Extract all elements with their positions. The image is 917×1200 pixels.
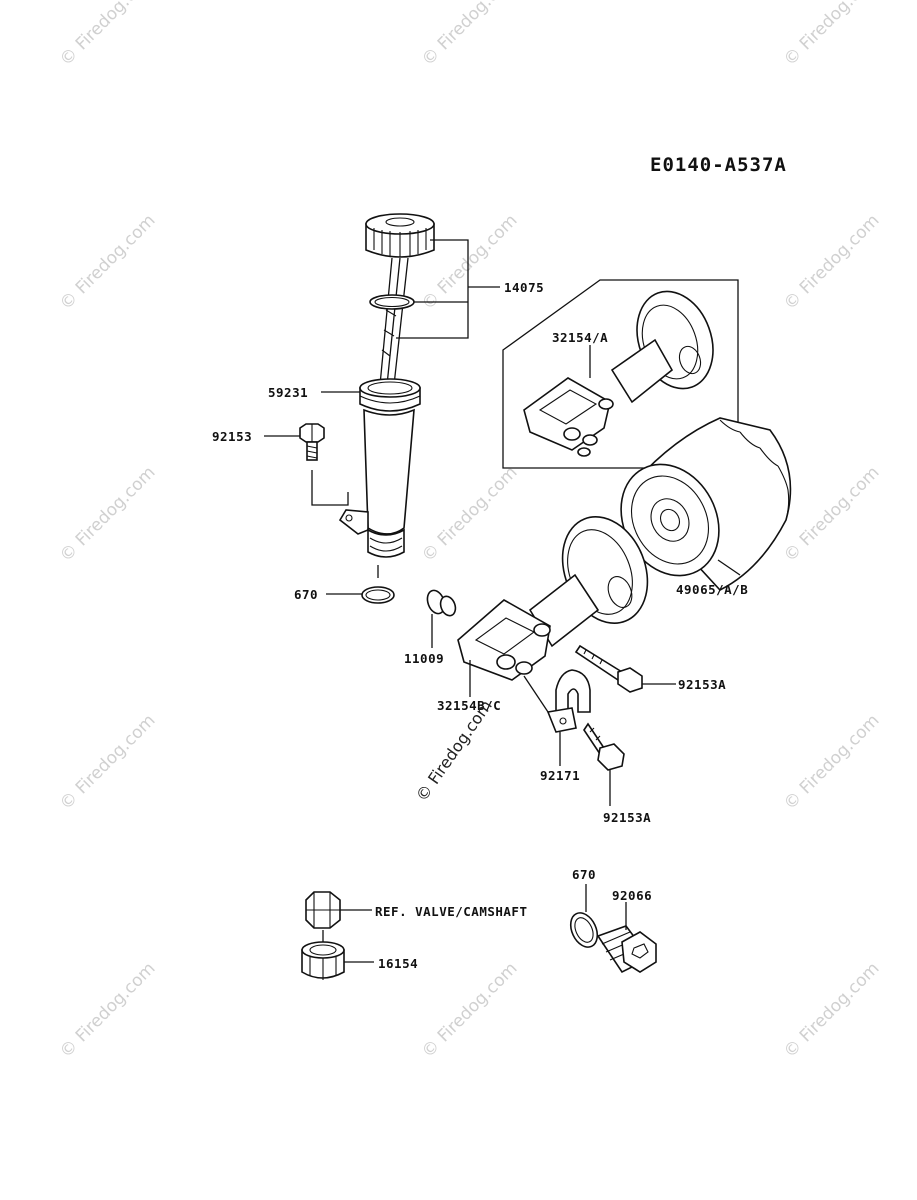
- bolt-92153a-upper: [574, 644, 676, 693]
- label-92153a-upper: 92153A: [678, 677, 727, 692]
- bolt-92153a-lower: [583, 722, 625, 806]
- o-ring-670-top: [361, 586, 395, 604]
- label-92066: 92066: [612, 888, 653, 903]
- bolt-92153: [299, 423, 325, 461]
- oil-filler-tube: [338, 378, 421, 558]
- label-92153: 92153: [212, 429, 253, 444]
- oil-filter-49065: [620, 417, 792, 591]
- label-92153a-lower: 92153A: [603, 810, 652, 825]
- oil-filter-adapter-32154bc: [457, 516, 649, 697]
- label-92171: 92171: [540, 768, 581, 783]
- o-ring-11009-b: [439, 595, 457, 617]
- leader-14075: [396, 239, 469, 339]
- label-32154-a: 32154/A: [552, 330, 609, 345]
- label-ref-valve-camshaft: REF. VALVE/CAMSHAFT: [375, 904, 528, 919]
- label-14075: 14075: [504, 280, 545, 295]
- clamp-92171: [546, 669, 591, 766]
- label-49065: 49065/A/B: [676, 582, 749, 597]
- dipstick-cap-assembly: [365, 213, 435, 386]
- label-670-bottom: 670: [572, 867, 597, 882]
- label-670-top: 670: [294, 587, 319, 602]
- label-11009: 11009: [404, 651, 445, 666]
- diagram-code: E0140-A537A: [650, 154, 787, 176]
- pump-rotor-outer-16154: [301, 941, 345, 980]
- drain-plug-92066: [596, 902, 657, 974]
- oil-filter-adapter-32154a: [523, 290, 714, 457]
- o-ring-670-bottom: [569, 912, 599, 948]
- label-59231: 59231: [268, 385, 309, 400]
- label-32154-bc: 32154B/C: [437, 698, 502, 713]
- inset-box: [502, 279, 739, 469]
- bolt-position-line: [311, 470, 349, 506]
- label-16154: 16154: [378, 956, 419, 971]
- pump-rotor-inner: [305, 891, 341, 929]
